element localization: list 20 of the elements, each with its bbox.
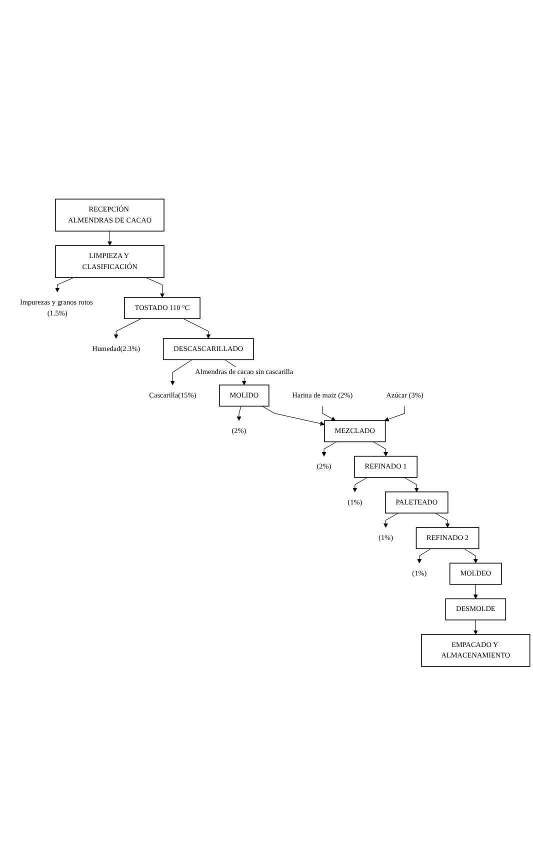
arrow	[417, 548, 432, 564]
arrow	[183, 318, 211, 339]
arrow	[322, 406, 336, 422]
arrow	[170, 360, 192, 386]
arrow	[384, 513, 399, 528]
arrow	[114, 318, 142, 339]
arrow	[322, 442, 337, 457]
arrow	[108, 231, 112, 246]
arrow	[146, 278, 165, 298]
arrow	[236, 406, 242, 422]
arrow	[404, 477, 419, 492]
arrow	[372, 442, 388, 457]
arrow	[55, 278, 74, 292]
arrow	[473, 584, 478, 600]
arrow	[262, 406, 325, 426]
arrow	[473, 620, 478, 635]
arrow	[464, 548, 478, 564]
arrow	[434, 513, 450, 528]
arrow	[384, 406, 405, 422]
arrow	[352, 477, 368, 492]
